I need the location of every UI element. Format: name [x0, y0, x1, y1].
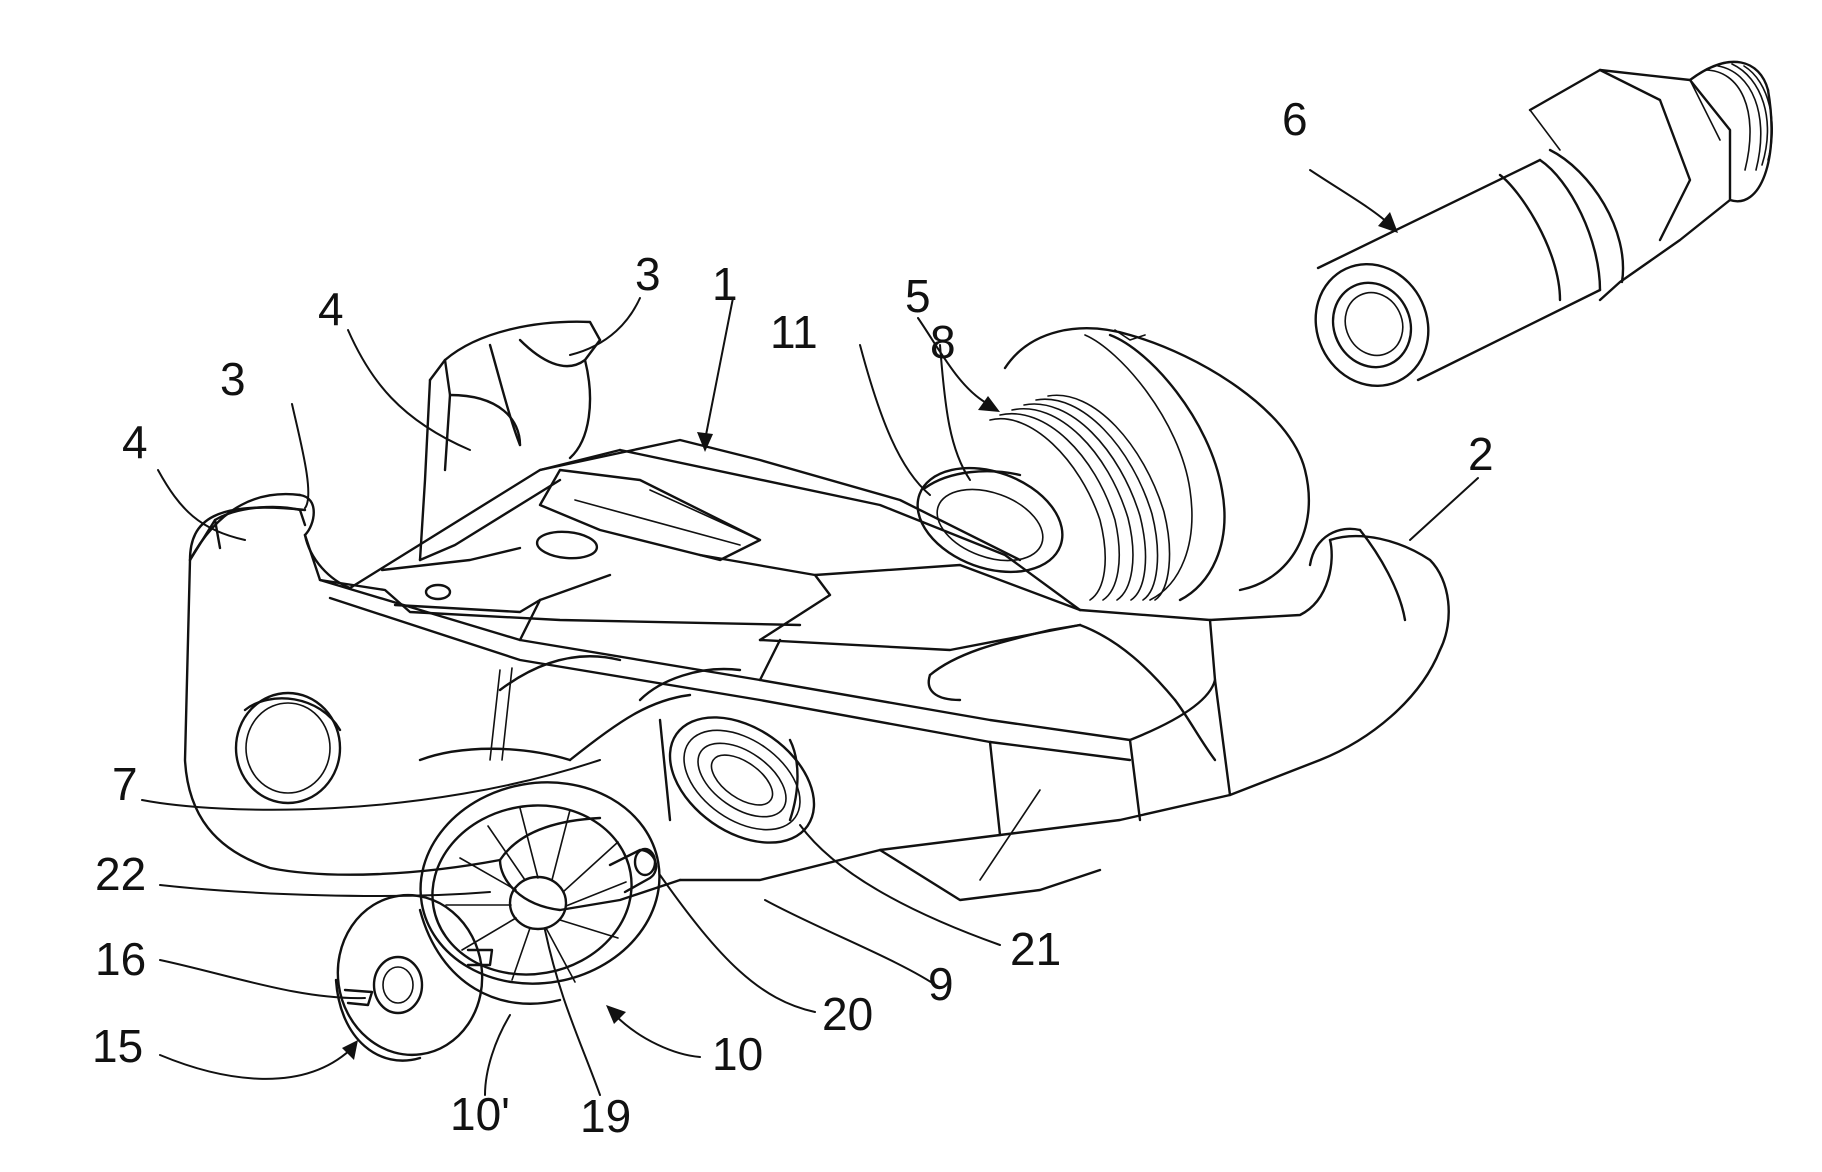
ref-numeral-7: 7 [112, 758, 138, 810]
ref-numeral-6: 6 [1282, 93, 1308, 145]
ref-numeral-11: 11 [770, 306, 818, 358]
ref-numeral-2: 2 [1468, 428, 1494, 480]
ref-numeral-8: 8 [930, 316, 956, 368]
slotted-washer-part-15 [328, 886, 493, 1064]
ref-numeral-10: 10 [712, 1028, 763, 1080]
ref-numeral-16: 16 [95, 933, 146, 985]
ref-numeral-22: 22 [95, 848, 146, 900]
ref-numeral-9: 9 [928, 958, 954, 1010]
ref-numeral-1: 1 [712, 258, 738, 310]
ref-numeral-4-front: 4 [122, 416, 148, 468]
ref-numeral-3-rear: 3 [635, 248, 661, 300]
ref-numeral-19: 19 [580, 1090, 631, 1142]
ref-numeral-20: 20 [822, 988, 873, 1040]
bushing-part-5 [903, 328, 1309, 600]
fitting-part-6 [1296, 62, 1772, 405]
ref-numeral-21: 21 [1010, 923, 1061, 975]
ref-numeral-5: 5 [905, 270, 931, 322]
ref-numeral-3-front: 3 [220, 353, 246, 405]
ref-numeral-10-prime: 10' [450, 1088, 510, 1140]
main-bracket-body [185, 322, 1449, 910]
spoked-ring-part-10 [404, 764, 675, 1004]
ref-numeral-15: 15 [92, 1020, 143, 1072]
ref-numeral-4-rear: 4 [318, 283, 344, 335]
